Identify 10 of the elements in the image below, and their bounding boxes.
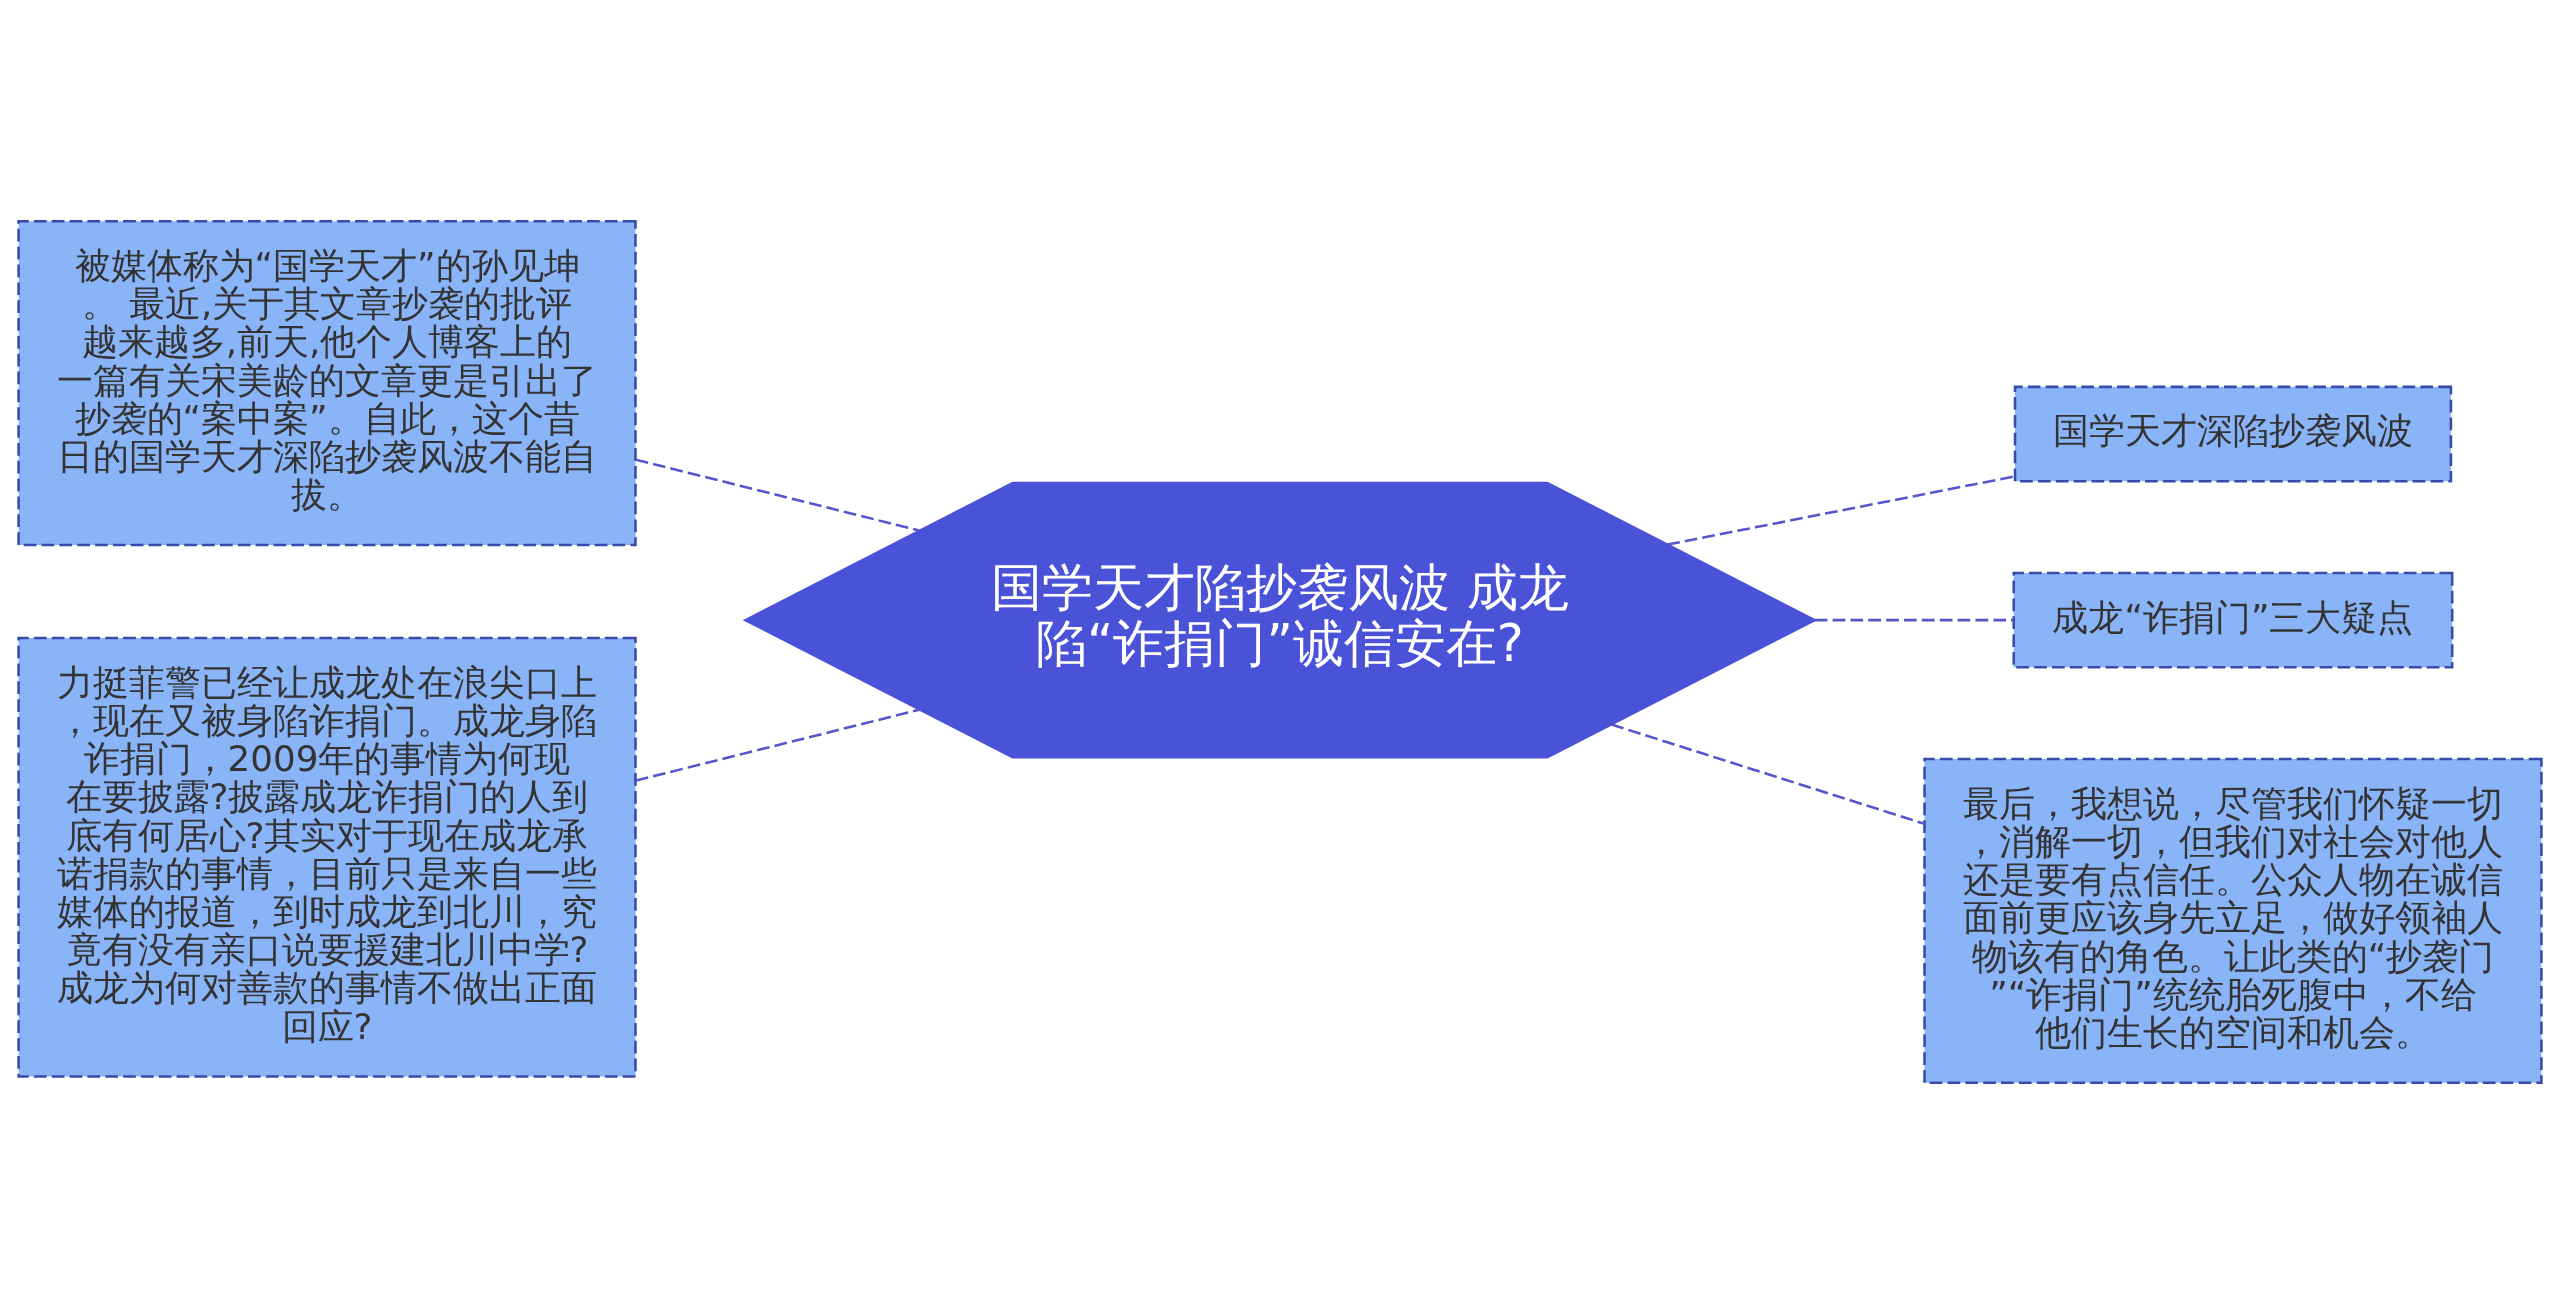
node-box: 力挺菲警已经让成龙处在浪尖口上，现在又被身陷诈捐门。成龙身陷诈捐门，2009年的事情为何现在要披露?披露成龙诈捐门的人到底有何居心?其实对于现在成龙承诺捐款的事情，目前只是来自一些媒体的报道，到时成龙到北川，究竟有没有亲口说要援建北川中学?成龙为何对善款的事情不做出正面回应? [17, 636, 637, 1078]
connector [1667, 475, 2016, 546]
connector [1611, 723, 1925, 826]
connector [635, 458, 920, 532]
node-box: 成龙“诈捐门”三大疑点 [2012, 571, 2454, 669]
node-box: 国学天才深陷抄袭风波 [2013, 385, 2453, 483]
node-box: 最后，我想说，尽管我们怀疑一切，消解一切，但我们对社会对他人还是要有点信任。公众人物在诚信面前更应该身先立足，做好领袖人物该有的角色。让此类的“抄袭门”“诈捐门”统统胎死腹中，不给他们生长的空间和机会。 [1923, 757, 2543, 1085]
node-box: 被媒体称为“国学天才”的孙见坤。 最近,关于其文章抄袭的批评越来越多,前天,他个人博客上的一篇有关宋美龄的文章更是引出了抄袭的“案中案”。自此，这个昔日的国学天才深陷抄袭风波不能自拔。 [17, 219, 637, 547]
connector [1814, 618, 2014, 622]
connector [635, 708, 920, 782]
